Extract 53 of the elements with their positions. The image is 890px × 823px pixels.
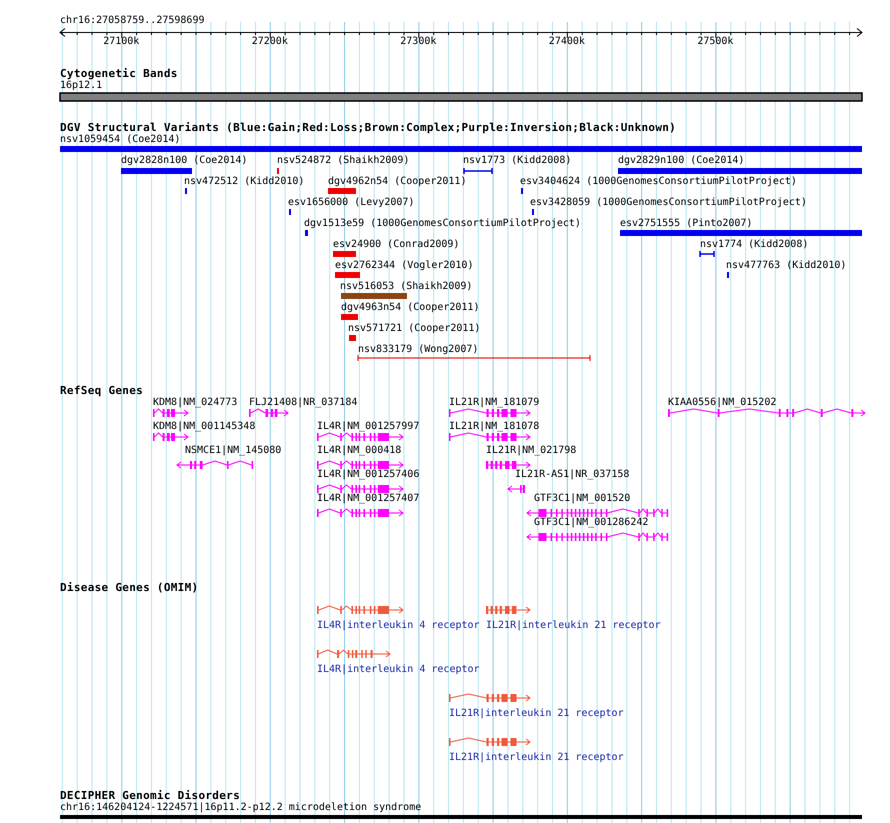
gene-label: KDM8|NM_024773 [153,397,238,409]
gene-label: KIAA0556|NM_015202 [668,397,776,409]
tick-label: 27400k [548,36,585,48]
gene-label: IL21R|interleukin 21 receptor [486,620,661,632]
track-heading: Cytogenetic Bands [60,67,178,80]
gene-label: FLJ21408|NR_037184 [249,397,358,409]
feature-label: nsv571721 (Cooper2011) [348,323,480,335]
feature-label: nsv472512 (Kidd2010) [184,176,304,188]
track-heading: RefSeq Genes [60,384,144,398]
feature-label: dgv2828n100 (Coe2014) [121,155,248,167]
coordinate-label: chr16:27058759..27598699 [60,15,204,27]
feature-label: nsv516053 (Shaikh2009) [340,281,472,293]
feature-label: esv2751555 (Pinto2007) [620,218,752,230]
feature-label: nsv1059454 (Coe2014) [60,134,180,146]
gene-label: IL4R|NM_001257407 [317,493,420,505]
tick-label: 27500k [697,36,734,48]
gene-label: NSMCE1|NM_145080 [185,445,282,457]
track-heading: DECIPHER Genomic Disorders [60,789,240,802]
gene-label: IL21R|interleukin 21 receptor [449,752,624,764]
feature-label: dgv2829n100 (Coe2014) [618,155,744,167]
track-heading: DGV Structural Variants (Blue:Gain;Red:Loss;Brown:Complex;Purple:Inversion;Black:Unknown) [60,121,676,134]
gene-label: IL4R|interleukin 4 receptor [317,620,480,632]
feature-label: esv3404624 (1000GenomesConsortiumPilotProject) [520,176,797,188]
gene-label: GTF3C1|NM_001520 [534,493,630,505]
gene-label: IL4R|NM_001257406 [317,469,420,481]
gene-label: IL21R|NM_181079 [449,397,540,409]
feature-label: dgv4962n54 (Cooper2011) [328,176,466,188]
gene-label: IL4R|NM_001257997 [317,421,420,433]
feature-label: 16p12.1 [60,80,102,92]
feature-label: esv1656000 (Levy2007) [288,197,414,209]
feature-label: nsv524872 (Shaikh2009) [277,155,410,167]
feature-label: nsv1773 (Kidd2008) [463,155,572,167]
tick-label: 27300k [400,36,436,48]
gene-label: IL4R|interleukin 4 receptor [317,664,480,676]
gene-label: IL21R|NM_181078 [449,421,540,433]
gene-label: IL21R|NM_021798 [486,445,576,457]
feature-label: esv24900 (Conrad2009) [333,239,460,251]
gene-label: GTF3C1|NM_001286242 [534,517,648,529]
tick-label: 27100k [103,36,140,48]
gene-label: KDM8|NM_001145348 [153,421,256,433]
tick-label: 27200k [252,36,288,48]
feature-label: esv2762344 (Vogler2010) [335,260,474,272]
gene-label: IL4R|NM_000418 [317,445,402,457]
feature-label: esv3428059 (1000GenomesConsortiumPilotProject) [530,197,807,209]
gene-label: IL21R-AS1|NR_037158 [515,469,630,481]
feature-label: chr16:146204124-1224571|16p11.2-p12.2 microdeletion syndrome [60,802,422,814]
feature-label: nsv833179 (Wong2007) [358,344,478,356]
feature-label: dgv1513e59 (1000GenomesConsortiumPilotProject) [304,218,581,230]
feature-label: nsv477763 (Kidd2010) [726,260,846,272]
feature-label: dgv4963n54 (Cooper2011) [341,302,480,314]
feature-label: nsv1774 (Kidd2008) [700,239,808,251]
track-heading: Disease Genes (OMIM) [60,581,198,595]
gene-label: IL21R|interleukin 21 receptor [449,708,624,720]
